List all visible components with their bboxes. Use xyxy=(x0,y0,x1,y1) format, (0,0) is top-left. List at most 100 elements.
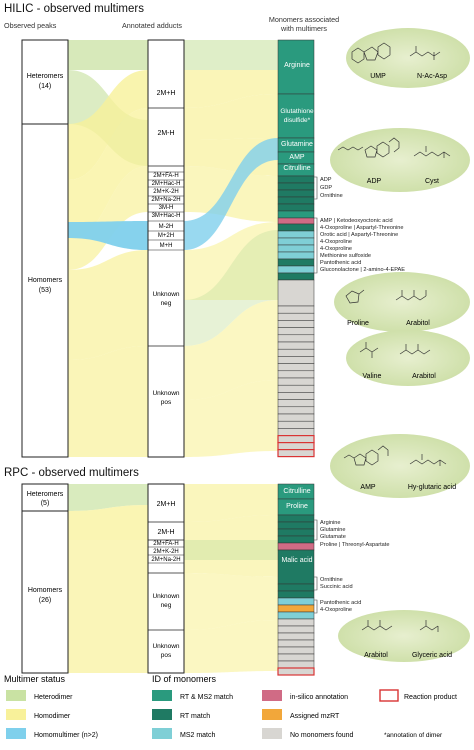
hilic-col-monomers-line1: Monomers associated xyxy=(269,15,339,24)
hilic-col-peaks: Observed peaks xyxy=(4,21,57,30)
hilic-adduct-unknown-neg: Unknown xyxy=(152,291,179,298)
rpc-adduct-unknown-neg: Unknown xyxy=(152,593,179,600)
hilic-cell xyxy=(277,244,315,253)
rpc-note-oxoproline: 4-Oxoproline xyxy=(320,607,352,613)
hilic-cell xyxy=(277,251,315,260)
rpc-cell xyxy=(277,604,315,613)
hilic-cell xyxy=(277,363,315,372)
molecule-valine: Valine xyxy=(363,373,382,380)
hilic-cell xyxy=(277,93,315,139)
flow-ribbon xyxy=(184,573,278,630)
rpc-title: RPC - observed multimers xyxy=(4,467,139,479)
hilic-monomer-glutathione-2: disulfide* xyxy=(284,117,311,124)
flow-ribbon xyxy=(68,166,148,270)
rpc-homomers-box xyxy=(21,510,69,674)
legend: Multimer status Heterodimer Homodimer Ho… xyxy=(4,674,457,739)
hilic-homomers-count: (53) xyxy=(39,287,51,294)
legend-nomono: No monomers found xyxy=(290,732,354,739)
flow-ribbon xyxy=(68,484,148,511)
rpc-homomers-label: Homomers xyxy=(28,587,63,594)
rpc-note-ornithine: Ornithine xyxy=(320,577,343,583)
rpc-monomer-column xyxy=(277,483,315,676)
legend-swatch-rt-ms2 xyxy=(152,690,172,701)
rpc-cell xyxy=(277,639,315,648)
hilic-heteromers-label: Heteromers xyxy=(27,73,64,80)
rpc-adduct-2m-h: 2M-H xyxy=(157,529,174,536)
hilic-cell xyxy=(277,237,315,246)
hilic-cell xyxy=(277,442,315,451)
rpc-cell xyxy=(277,618,315,627)
rpc-monomer-proline: Proline xyxy=(286,503,308,510)
hilic-note-ornithine: Ornithine xyxy=(320,193,343,199)
legend-ms2: MS2 match xyxy=(180,732,216,739)
rpc-cell xyxy=(277,646,315,655)
molecule-cyst: Cyst xyxy=(425,178,439,185)
hilic-cell xyxy=(277,312,315,321)
legend-insilico: in-silico annotation xyxy=(290,694,348,701)
rpc-molecule-amp-hyglutaric: AMP Hy-glutaric acid xyxy=(330,434,470,498)
hilic-adduct-m2h: M+2H xyxy=(158,233,174,239)
hilic-adduct-2mna: 2M+Na-2H xyxy=(151,197,180,203)
hilic-molecule-valine-arabitol: Valine Arabitol xyxy=(346,330,470,386)
legend-swatch-rt xyxy=(152,709,172,720)
rpc-heteromers-count: (5) xyxy=(41,500,50,507)
rpc-note-proline-thr: Proline | Threonyl-Aspartate xyxy=(320,542,389,548)
rpc-cell xyxy=(277,667,315,676)
hilic-cell xyxy=(277,399,315,408)
rpc-cell xyxy=(277,597,315,606)
flow-ribbons xyxy=(68,40,278,673)
rpc-adduct-unknown-neg-2: neg xyxy=(161,602,172,609)
flow-ribbon xyxy=(68,40,148,70)
legend-homomultimer: Homomultimer (n>2) xyxy=(34,732,98,739)
hilic-col-monomers-line2: with multimers xyxy=(280,24,327,33)
hilic-cell xyxy=(277,384,315,393)
hilic-cell xyxy=(277,210,315,219)
rpc-cell xyxy=(277,535,315,544)
hilic-cell xyxy=(277,196,315,205)
flow-ribbon xyxy=(184,300,278,400)
hilic-col-adducts: Annotated adducts xyxy=(122,21,182,30)
hilic-cell xyxy=(277,182,315,191)
hilic-cell xyxy=(277,189,315,198)
rpc-cell xyxy=(277,542,315,551)
hilic-adduct-unknown-pos-2: pos xyxy=(161,399,172,406)
legend-rt: RT match xyxy=(180,713,210,720)
hilic-cell xyxy=(277,265,315,274)
legend-mzrt: Assigned mzRT xyxy=(290,713,340,720)
rpc-adduct-2mk: 2M+K-2H xyxy=(153,549,179,555)
rpc-heteromers-label: Heteromers xyxy=(27,491,64,498)
molecule-glyceric: Glyceric acid xyxy=(412,652,452,659)
flow-ribbon xyxy=(68,346,148,457)
flow-ribbon xyxy=(68,221,148,250)
rpc-note-succinic: Succinic acid xyxy=(320,584,353,590)
rpc-note-glutamine: Glutamine xyxy=(320,527,346,533)
hilic-title: HILIC - observed multimers xyxy=(4,3,144,15)
flow-ribbon xyxy=(184,230,278,346)
flow-ribbon xyxy=(68,70,148,180)
rpc-cell xyxy=(277,590,315,599)
hilic-monomer-column xyxy=(277,39,315,458)
hilic-cell xyxy=(277,449,315,458)
legend-swatch-homodimer xyxy=(6,709,26,720)
flow-ribbon xyxy=(68,573,148,673)
hilic-adduct-unknown-neg-2: neg xyxy=(161,300,172,307)
hilic-heteromers-box xyxy=(21,39,69,125)
hilic-cell xyxy=(277,413,315,422)
molecule-nacasp: N-Ac-Asp xyxy=(417,73,447,80)
legend-swatch-homomultimer xyxy=(6,728,26,739)
hilic-cell xyxy=(277,327,315,336)
molecule-arabitol-2: Arabitol xyxy=(412,373,436,380)
rpc-note-arginine: Arginine xyxy=(320,520,341,526)
hilic-cell xyxy=(277,279,315,307)
rpc-cell xyxy=(277,549,315,585)
hilic-cell xyxy=(277,320,315,328)
hilic-cell xyxy=(277,356,315,364)
hilic-cell xyxy=(277,348,315,357)
flow-ribbon xyxy=(184,540,278,560)
rpc-cell xyxy=(277,514,315,523)
hilic-adduct-2mk: 2M+K-2H xyxy=(153,189,179,195)
hilic-note-oxoproline-1: 4-Oxoproline xyxy=(320,239,352,245)
hilic-adduct-2m-h: 2M-H xyxy=(157,130,174,137)
rpc-adduct-unknown-pos-2: pos xyxy=(161,652,172,659)
hilic-adduct-2mh: 2M+H xyxy=(157,90,176,97)
